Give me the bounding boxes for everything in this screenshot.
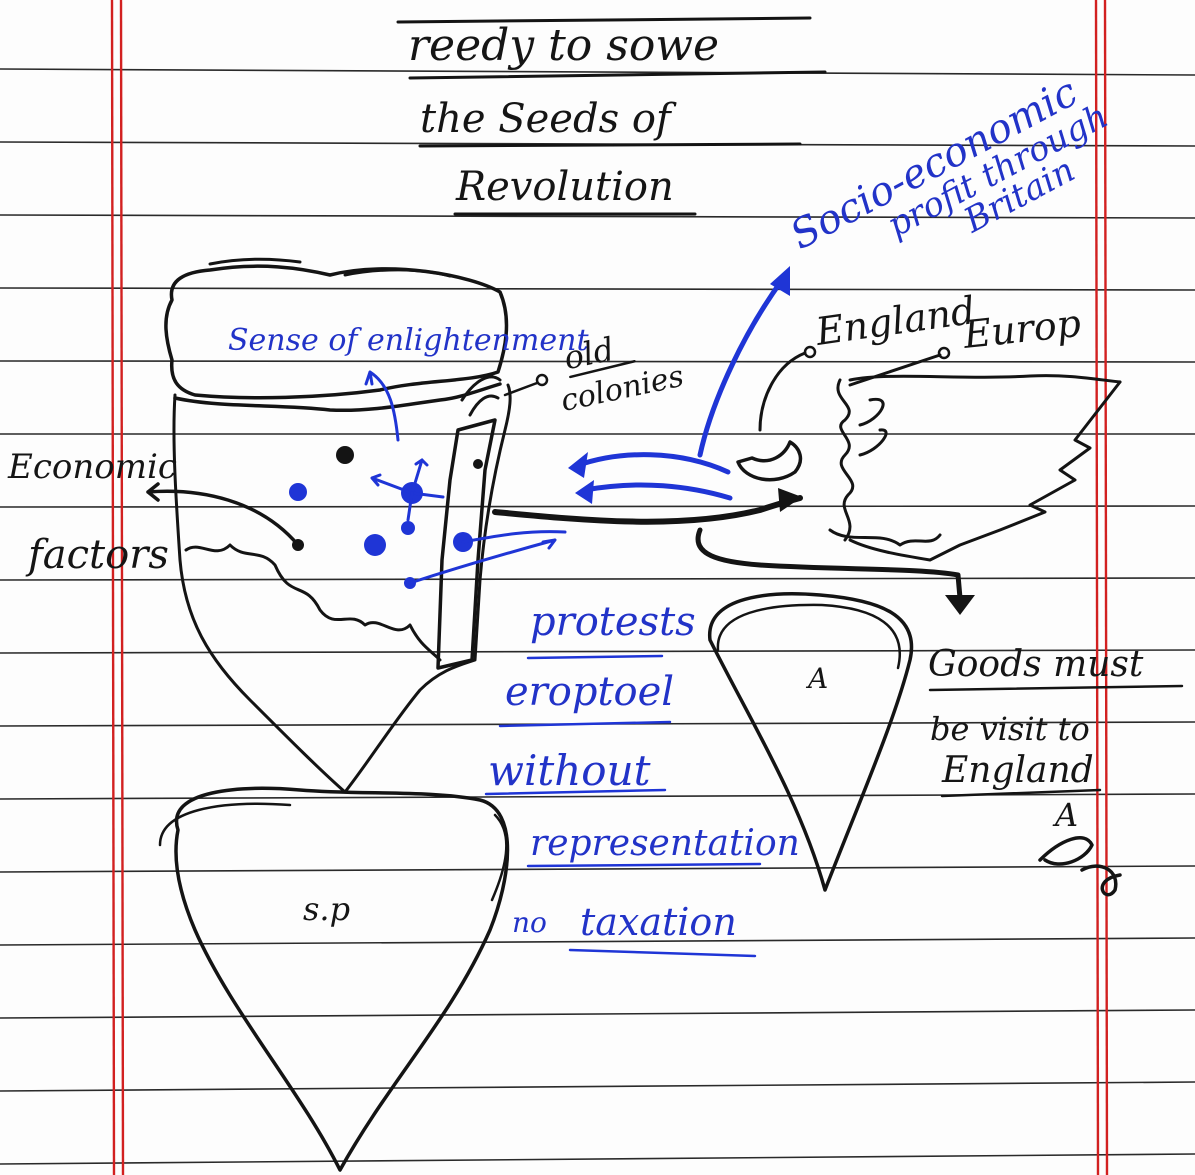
enlightenment-dots bbox=[289, 372, 565, 589]
label-economic-2: factors bbox=[25, 532, 169, 578]
label-europe: Europ bbox=[960, 301, 1083, 357]
label-protests: protests bbox=[530, 599, 696, 645]
protests-notes: protests eroptoel without representation… bbox=[486, 599, 800, 956]
economic-arrow bbox=[148, 484, 298, 545]
title-line-3: Revolution bbox=[455, 164, 674, 210]
label-a-mark: A bbox=[1052, 796, 1078, 834]
england-europe bbox=[738, 347, 1120, 560]
lower-shape-outline bbox=[160, 788, 508, 1170]
title-line-2: the Seeds of bbox=[420, 96, 677, 142]
trade-arrow bbox=[495, 498, 800, 522]
label-goods-3: England bbox=[941, 750, 1094, 791]
label-representation: representation bbox=[530, 823, 800, 864]
label-erupted: eroptoel bbox=[505, 669, 674, 715]
label-a-small: A bbox=[805, 662, 828, 695]
socio-economic-note: Socio-economic profit through Britain bbox=[783, 62, 1130, 317]
label-sp: s.p bbox=[303, 890, 350, 928]
label-england: England bbox=[812, 288, 978, 354]
label-taxation: taxation bbox=[580, 900, 737, 944]
title-line-1: reedy to sowe bbox=[408, 20, 719, 71]
label-without: without bbox=[488, 746, 651, 795]
label-goods-1: Goods must bbox=[928, 644, 1144, 685]
label-enlightenment: Sense of enlightenment bbox=[228, 323, 589, 358]
label-goods-2: be visit to bbox=[930, 710, 1090, 748]
goods-note: Goods must be visit to England A bbox=[928, 644, 1182, 834]
title-block: reedy to sowe the Seeds of Revolution bbox=[398, 18, 825, 214]
label-economic-1: Economic bbox=[7, 447, 177, 487]
label-no: no bbox=[512, 906, 547, 939]
